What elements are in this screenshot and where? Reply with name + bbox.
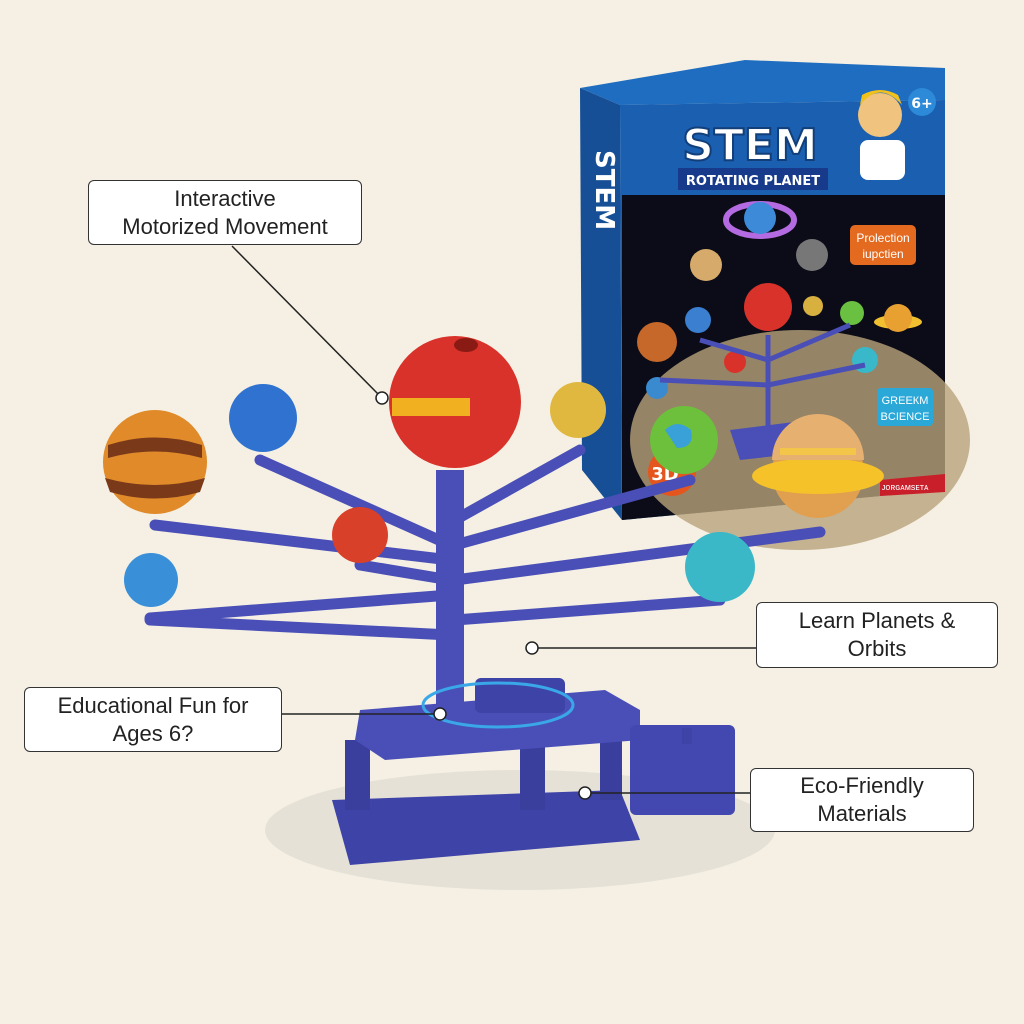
green-badge-line2: BCIENCE [881, 411, 930, 423]
callout-line: Materials [817, 801, 907, 826]
bottom-strip-text: ᴊᴏʀɢᴀᴍsᴇᴛᴀ [882, 482, 929, 492]
callout-line: Ages 6? [112, 720, 194, 746]
model-arms [144, 444, 826, 641]
feature-badge-line1: Prolection [856, 231, 909, 245]
age-badge: 6+ [911, 96, 932, 112]
side-brand: STEM [589, 150, 619, 230]
callout-line: Interactive [174, 185, 276, 211]
model-pole [436, 470, 464, 720]
callout-line: Orbits [847, 636, 907, 661]
callout-eco-friendly: Eco-Friendly Materials [750, 768, 974, 832]
product-box: STEM ROTATING PLANET 6+ Prolection iupct… [580, 60, 970, 550]
leader-lines [231, 245, 756, 800]
venus-model [550, 382, 606, 438]
motor-base [332, 678, 735, 865]
uranus-model [124, 553, 178, 607]
neptune-model [229, 384, 297, 452]
saturn-model [752, 414, 884, 518]
callout-educational-fun: Educational Fun for Ages 6? [24, 687, 282, 752]
green-badge-line1: GREEКM [882, 395, 929, 407]
box-brand: STEM [682, 120, 818, 171]
callout-line: Learn Planets & [798, 608, 956, 633]
feature-badge-line2: iupctien [862, 247, 903, 261]
callout-line: Eco-Friendly [800, 773, 924, 798]
callout-line: Educational Fun for [57, 692, 249, 718]
callout-motorized-movement: Interactive Motorized Movement [88, 180, 362, 245]
callout-learn-planets: Learn Planets & Orbits [756, 602, 998, 668]
teal-planet-model [685, 532, 755, 602]
callout-line: Motorized Movement [122, 213, 328, 239]
mars-model [332, 507, 388, 563]
box-subtitle: ROTATING PLANET [686, 174, 820, 189]
